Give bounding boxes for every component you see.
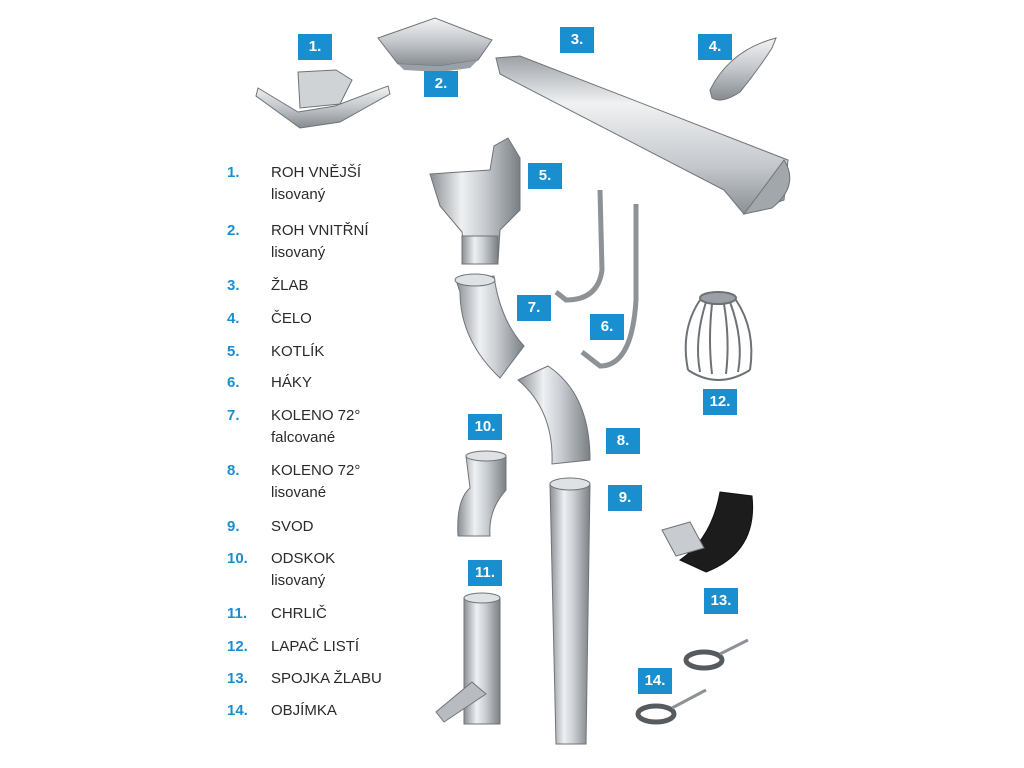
legend-num: 12.: [227, 638, 248, 655]
legend-num: 14.: [227, 702, 248, 719]
legend-text: KOTLÍK: [271, 343, 325, 360]
elbow-folded-part: [454, 273, 525, 379]
badge-2: 2.: [424, 71, 458, 97]
badge-4: 4.: [698, 34, 732, 60]
badge-10: 10.: [468, 414, 502, 440]
end-cap-part: [709, 37, 777, 101]
legend-text: ČELO: [271, 310, 312, 327]
legend-text: ROH VNITŘNÍ lisovaný: [271, 222, 369, 261]
legend-num: 2.: [227, 222, 240, 239]
legend-item-14: 14. OBJÍMKA: [227, 700, 337, 722]
legend-num: 6.: [227, 374, 240, 391]
outlet-part: [429, 137, 521, 265]
legend-item-2: 2. ROH VNITŘNÍ lisovaný: [227, 220, 369, 264]
badge-8: 8.: [606, 428, 640, 454]
offset-part: [457, 450, 507, 537]
downpipe-part: [549, 477, 591, 745]
legend-item-8: 8. KOLENO 72° lisované: [227, 460, 360, 504]
legend-item-1: 1. ROH VNĚJŠÍ lisovaný: [227, 162, 361, 206]
outer-corner-part: [255, 69, 391, 129]
legend-item-13: 13. SPOJKA ŽLABU: [227, 668, 382, 690]
legend-item-12: 12. LAPAČ LISTÍ: [227, 636, 359, 658]
badge-11: 11.: [468, 560, 502, 586]
legend-num: 4.: [227, 310, 240, 327]
badge-14: 14.: [638, 668, 672, 694]
legend-num: 13.: [227, 670, 248, 687]
legend-item-6: 6. HÁKY: [227, 372, 312, 394]
legend-text: CHRLIČ: [271, 605, 327, 622]
hooks-part: [554, 189, 639, 369]
badge-5: 5.: [528, 163, 562, 189]
legend-num: 8.: [227, 462, 240, 479]
legend-text: SPOJKA ŽLABU: [271, 670, 382, 687]
pipe-clamp-part: [635, 638, 749, 725]
badge-1: 1.: [298, 34, 332, 60]
badge-13: 13.: [704, 588, 738, 614]
legend-text: ODSKOK lisovaný: [271, 550, 336, 589]
legend-num: 11.: [227, 605, 248, 622]
legend-num: 3.: [227, 277, 240, 294]
legend-item-11: 11. CHRLIČ: [227, 603, 327, 625]
badge-7: 7.: [517, 295, 551, 321]
legend-text: KOLENO 72° falcované: [271, 407, 361, 446]
legend-item-9: 9. SVOD: [227, 516, 314, 538]
legend-text: LAPAČ LISTÍ: [271, 638, 360, 655]
legend-text: SVOD: [271, 518, 314, 535]
inner-corner-part: [377, 17, 493, 72]
legend-item-4: 4. ČELO: [227, 308, 312, 330]
gutter-part: [495, 55, 791, 215]
legend-num: 9.: [227, 518, 240, 535]
leaf-guard-part: [684, 291, 753, 381]
legend-num: 10.: [227, 550, 248, 567]
legend-text: OBJÍMKA: [271, 702, 337, 719]
legend-num: 7.: [227, 407, 240, 424]
badge-12: 12.: [703, 389, 737, 415]
legend-item-10: 10. ODSKOK lisovaný: [227, 548, 335, 592]
spout-part: [435, 592, 501, 725]
legend-item-3: 3. ŽLAB: [227, 275, 309, 297]
legend-text: KOLENO 72° lisované: [271, 462, 361, 501]
legend-num: 1.: [227, 164, 240, 181]
legend-text: ROH VNĚJŠÍ lisovaný: [271, 164, 362, 203]
gutter-joint-part: [661, 491, 754, 573]
legend-item-5: 5. KOTLÍK: [227, 341, 324, 363]
badge-9: 9.: [608, 485, 642, 511]
legend-text: HÁKY: [271, 374, 312, 391]
elbow-pressed-part: [517, 365, 591, 465]
badge-6: 6.: [590, 314, 624, 340]
legend-num: 5.: [227, 343, 240, 360]
legend-item-7: 7. KOLENO 72° falcované: [227, 405, 360, 449]
badge-3: 3.: [560, 27, 594, 53]
legend-text: ŽLAB: [271, 277, 309, 294]
